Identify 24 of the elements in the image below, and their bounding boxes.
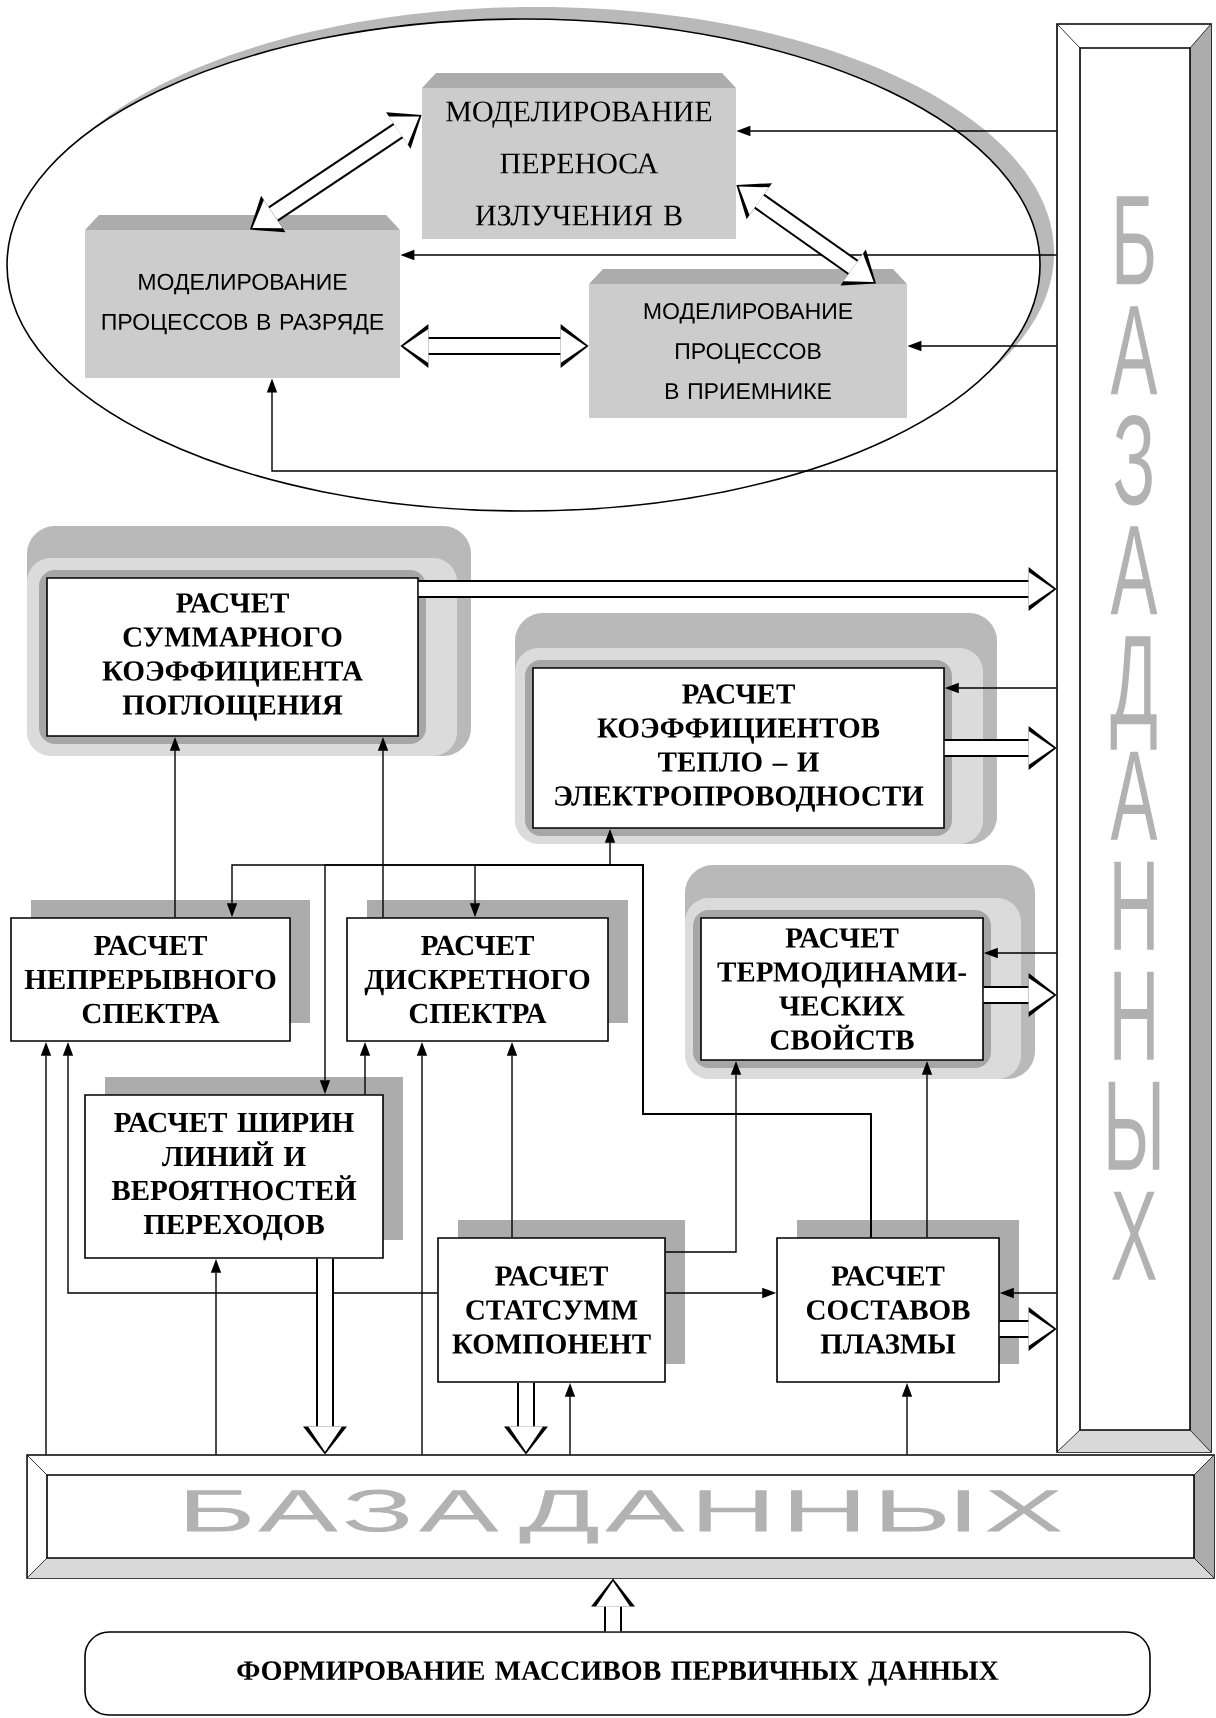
process-box: МОДЕЛИРОВАНИЕ ПРОЦЕССОВ В ПРИЕМНИКЕ	[589, 269, 907, 418]
process-box: ФОРМИРОВАНИЕ МАССИВОВ ПЕРВИЧНЫХ ДАННЫХ	[84, 1631, 1151, 1716]
block-arrow	[400, 324, 589, 368]
block-arrow	[591, 1578, 635, 1632]
database-panel: БАЗА ДАННЫХ	[1056, 23, 1212, 1453]
block-arrow	[303, 1258, 347, 1455]
block-arrow	[736, 183, 876, 286]
process-box: РАСЧЕТ ТЕРМОДИНАМИ- ЧЕСКИХ СВОЙСТВ	[685, 865, 1035, 1079]
database-panel: БАЗА ДАННЫХ	[26, 1454, 1215, 1579]
process-box: РАСЧЕТ СТАТСУММ КОМПОНЕНТ	[437, 1220, 685, 1383]
process-box: РАСЧЕТ КОЭФФИЦИЕНТОВ ТЕПЛО – И ЭЛЕКТРОПРОВОДНОСТИ	[515, 613, 997, 844]
block-arrow	[418, 567, 1057, 611]
process-box: МОДЕЛИРОВАНИЕ ПЕРЕНОСА ИЗЛУЧЕНИЯ В	[422, 73, 736, 239]
block-arrow	[999, 1307, 1057, 1351]
block-arrow	[983, 973, 1057, 1017]
process-box: РАСЧЕТ НЕПРЕРЫВНОГО СПЕКТРА	[10, 900, 310, 1042]
block-arrow	[504, 1382, 548, 1455]
process-box: РАСЧЕТ ШИРИН ЛИНИЙ И ВЕРОЯТНОСТЕЙ ПЕРЕХОДОВ	[84, 1077, 403, 1259]
process-box: РАСЧЕТ СОСТАВОВ ПЛАЗМЫ	[776, 1220, 1019, 1383]
process-box: МОДЕЛИРОВАНИЕ ПРОЦЕССОВ В РАЗРЯДЕ	[85, 215, 400, 378]
block-arrow	[250, 112, 422, 233]
block-arrow	[944, 726, 1057, 770]
process-box: РАСЧЕТ ДИСКРЕТНОГО СПЕКТРА	[346, 900, 628, 1042]
process-box: РАСЧЕТ СУММАРНОГО КОЭФФИЦИЕНТА ПОГЛОЩЕНИЯ	[27, 526, 471, 756]
